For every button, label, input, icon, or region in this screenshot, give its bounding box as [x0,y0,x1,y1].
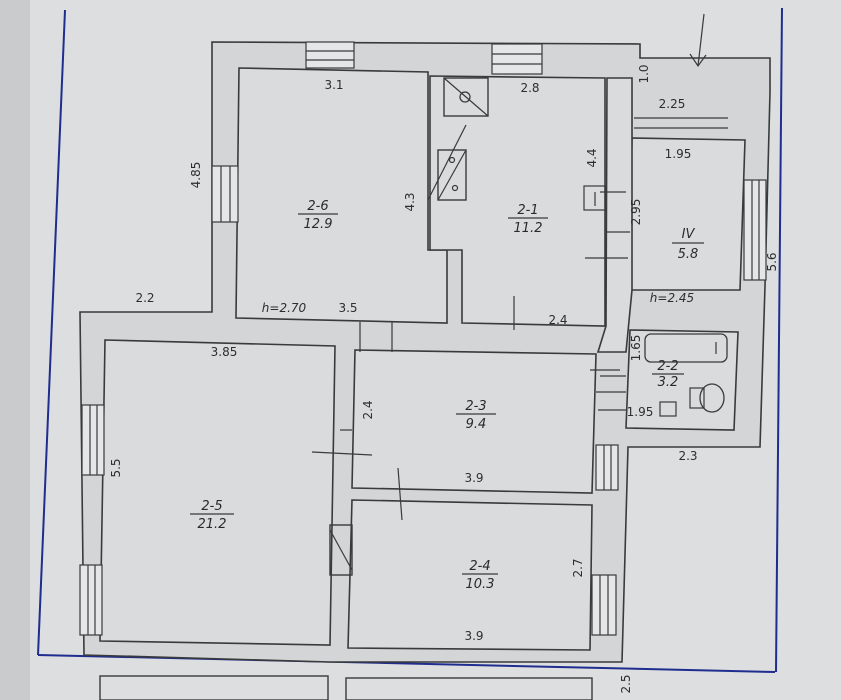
bath-fixtures [583,185,728,417]
dimension-label: 4.85 [189,162,203,189]
room-number: 2-1 [517,203,538,218]
dimension-label: 2.3 [678,449,697,463]
room-number: IV [682,227,696,242]
room-2-2-shape [625,329,739,431]
room-label-2-1: 2-1 11.2 [508,203,548,236]
dimension-label: 3.9 [464,471,483,485]
dimension-label: 2.25 [659,97,686,111]
dimension-label: 1.65 [629,335,643,362]
dimension-label: 5.6 [765,252,779,271]
dimension-labels: 3.1 2.8 1.0 2.25 1.95 4.85 4.3 4.4 2.95 … [109,64,779,693]
room-number: 2-5 [201,499,222,514]
room-label-2-2: 2-2 3.2 [652,359,684,390]
room-number: 2-2 [657,359,678,374]
dimension-label: 2.4 [548,313,567,327]
room-area: 12.9 [304,217,333,232]
room-number: 2-3 [465,399,486,414]
door-marks [311,117,728,521]
room-2-3-shape [351,349,597,494]
dimension-label: 4.3 [403,192,417,211]
page-fold-shadow [0,0,30,700]
dimension-label: 3.85 [211,345,238,359]
dimension-label: 2.95 [629,199,643,226]
dimension-label: 1.95 [665,147,692,161]
corridor-shape [596,77,633,353]
room-label-2-6: 2-6 12.9 [298,199,338,232]
dimension-label: 4.4 [585,148,599,167]
room-area: 3.2 [658,375,679,390]
dimension-label: 2.5 [619,674,633,693]
room-2-4-shape [347,499,593,651]
dimension-label: 3.9 [464,629,483,643]
room-label-2-3: 2-3 9.4 [456,399,496,432]
room-2-5-shape [99,339,336,646]
room-area: 5.8 [678,247,699,262]
dimension-label: 2.4 [361,400,375,419]
dimension-label: 2.7 [571,558,585,577]
room-area: 11.2 [514,221,543,236]
room-2-1-shape [429,75,606,327]
dimension-label: 1.0 [637,64,651,83]
room-label-2-4: 2-4 10.3 [462,559,498,592]
stove-elements [329,77,489,576]
room-label-2-5: 2-5 21.2 [190,499,234,532]
ceiling-heights: h=2.70 h=2.45 [262,291,694,315]
windows [79,41,767,636]
adjacent-units [99,675,593,700]
entry-arrow [689,13,707,68]
dimension-label: 2.2 [135,291,154,305]
ceiling-height-label: h=2.45 [650,291,694,305]
dimension-label: 2.8 [520,81,539,95]
room-number: 2-4 [469,559,490,574]
dimension-label: 1.95 [627,405,654,419]
ceiling-height-label: h=2.70 [262,301,307,315]
room-area: 9.4 [466,417,487,432]
dimension-label: 3.1 [324,78,343,92]
room-area: 21.2 [198,517,227,532]
dimension-label: 3.5 [338,301,357,315]
dimension-label: 5.5 [109,458,123,477]
room-number: 2-6 [307,199,328,214]
room-area: 10.3 [466,577,495,592]
room-label-iv: IV 5.8 [672,227,704,262]
